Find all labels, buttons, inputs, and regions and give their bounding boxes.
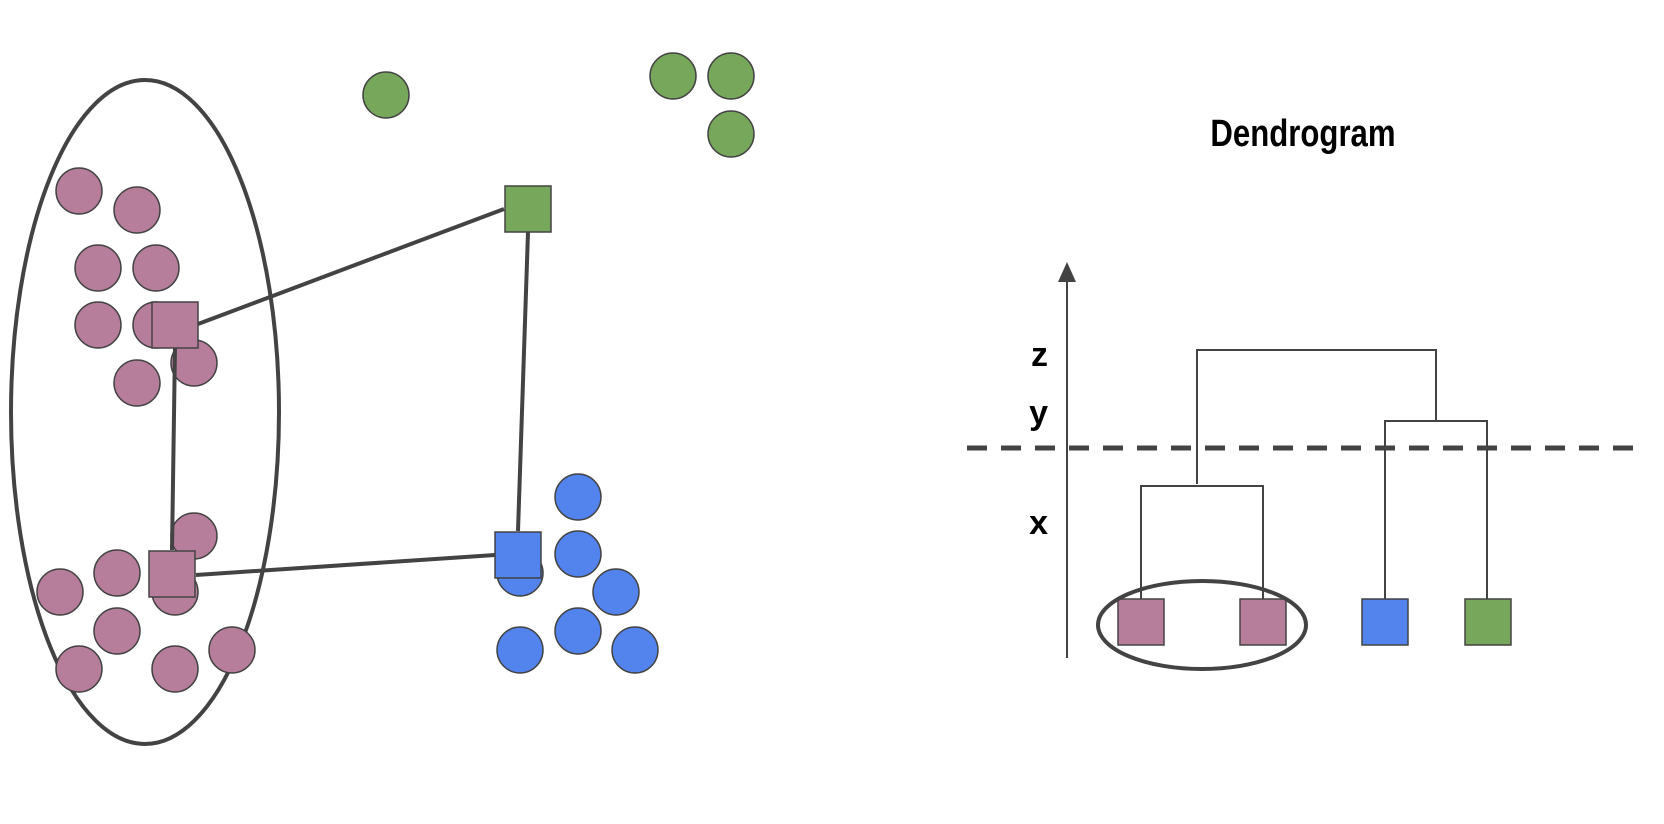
pink-point [113,186,161,234]
link-pink-bottom-to-blue [195,553,496,577]
green-cluster [362,52,755,158]
link-pink-top-to-green [197,207,505,326]
leaf-blue [1361,598,1409,646]
pink-point [55,645,103,693]
green-point [707,110,755,158]
pink-cluster-top [55,167,218,407]
blue-point [554,607,602,655]
blue-point [611,626,659,674]
blue-point [496,626,544,674]
leaf-green [1464,598,1512,646]
blue-point [592,568,640,616]
level-label-x: x [1029,504,1048,542]
pink-point [74,301,122,349]
green-point [362,71,410,119]
pink-point [132,244,180,292]
blue-centroid [494,531,542,579]
pink-centroid-bottom [148,550,196,598]
pink-cluster-bottom [36,512,256,693]
pink-point [113,359,161,407]
blue-point [554,530,602,578]
pink-point [93,549,141,597]
leaf-pink-1 [1117,598,1165,646]
merged-cluster-ellipse [9,78,281,746]
level-label-y: y [1029,394,1048,432]
green-centroid [504,185,552,233]
leaf-pink-2 [1239,598,1287,646]
link-green-to-blue [516,231,530,532]
axis-arrow-icon [1058,262,1076,282]
pink-point [93,607,141,655]
dendrogram-title: Dendrogram [1210,113,1395,155]
level-label-z: z [1031,336,1048,374]
merge-pink-pink [1140,485,1264,599]
pink-point [55,167,103,215]
merge-root [1196,349,1437,484]
green-point [649,52,697,100]
pink-point [208,626,256,674]
pink-leaves-ellipse [1096,579,1308,671]
green-point [707,52,755,100]
link-pink-top-to-pink-bottom [170,346,177,551]
blue-point [554,473,602,521]
pink-centroid-top [151,301,199,349]
pink-point [151,645,199,693]
pink-point [36,568,84,616]
pink-point [74,244,122,292]
merge-blue-green [1384,420,1488,599]
